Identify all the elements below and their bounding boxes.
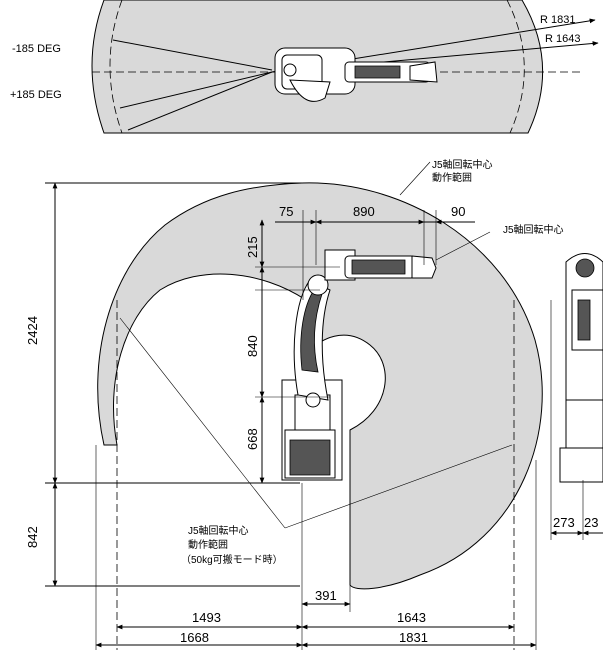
dim-842: 842 (25, 526, 40, 548)
dim-273: 273 (553, 515, 575, 530)
angle-minus-label: -185 DEG (12, 43, 61, 55)
dim-890: 890 (353, 204, 375, 219)
radius-inner-label: R 1643 (545, 33, 580, 45)
dim-90: 90 (451, 204, 465, 219)
dim-2424: 2424 (25, 316, 40, 345)
top-view: R 1831 R 1643 -185 DEG +185 DEG (10, 0, 599, 134)
dim-23: 23 (584, 515, 598, 530)
angle-plus-label: +185 DEG (10, 89, 62, 101)
j5-working-area (97, 182, 543, 590)
front-view: 273 23 (550, 253, 603, 540)
dim-391: 391 (315, 588, 337, 603)
dim-840: 840 (245, 335, 260, 357)
j5-range-label-1: J5軸回転中心 (432, 158, 493, 171)
j5-range-label-2: 動作範囲 (432, 171, 472, 184)
dim-668: 668 (245, 428, 260, 450)
dim-215: 215 (245, 236, 260, 258)
j5-range-50kg-3: （50kg可搬モード時） (181, 553, 283, 566)
dim-1493: 1493 (192, 610, 221, 625)
j5-range-50kg-2: 動作範囲 (188, 538, 228, 551)
dim-75: 75 (279, 204, 293, 219)
j5-range-50kg-1: J5軸回転中心 (188, 524, 249, 537)
dim-1668: 1668 (180, 630, 209, 645)
top-inner-range-arc (109, 0, 123, 134)
top-robot (274, 47, 438, 102)
side-view: 2424 842 215 840 668 75 890 90 391 1493 … (25, 158, 564, 650)
j5-center-label: J5軸回転中心 (503, 223, 564, 236)
side-robot (281, 249, 437, 481)
dim-1831: 1831 (399, 630, 428, 645)
radius-outer-label: R 1831 (540, 14, 575, 26)
dim-1643: 1643 (397, 610, 426, 625)
